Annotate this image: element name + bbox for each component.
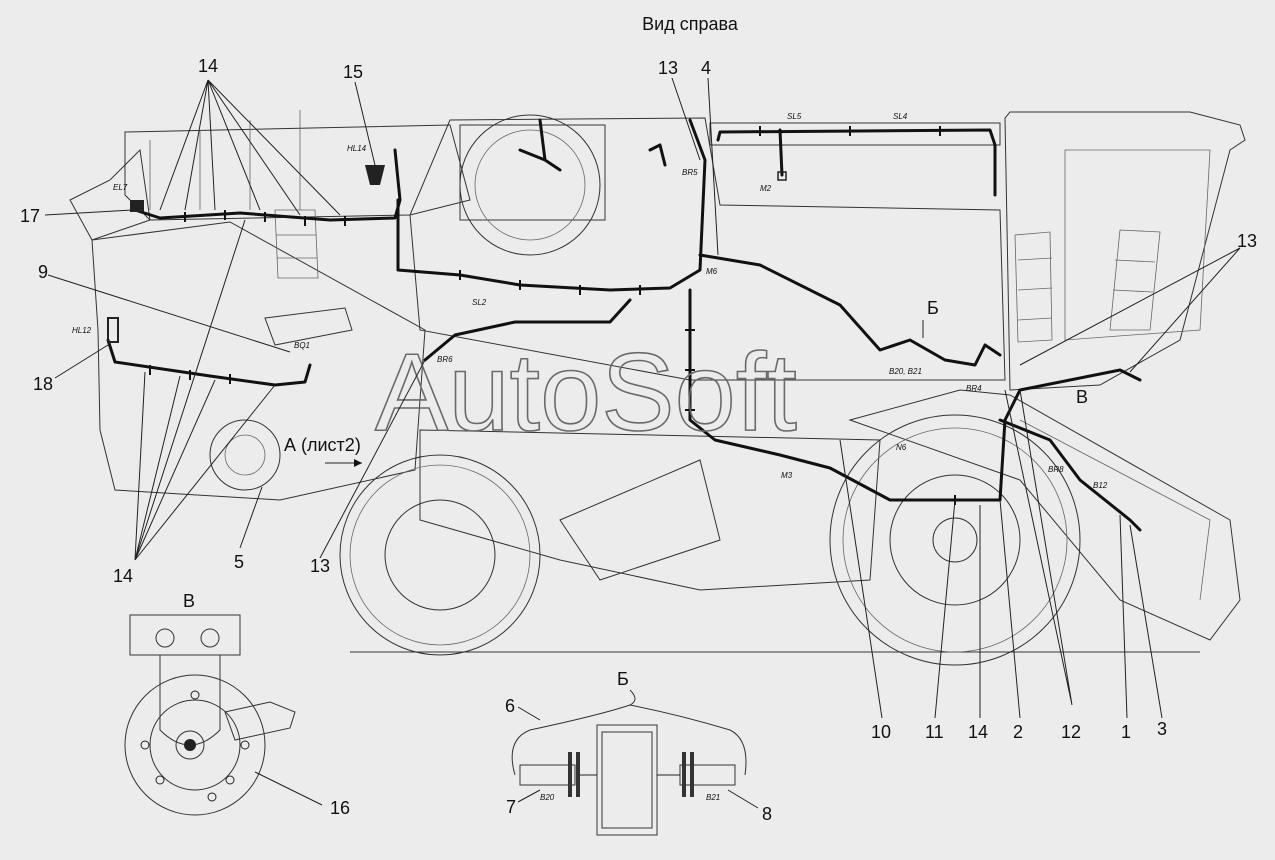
component-glyphs: [107, 165, 787, 343]
tag-m3: M3: [781, 471, 793, 480]
section-a-label: А (лист2): [284, 435, 361, 455]
tag-br6: BR6: [437, 355, 453, 364]
detail-v-title: В: [183, 591, 195, 611]
tag-b20-detail: B20: [540, 793, 555, 802]
tag-sl4: SL4: [893, 112, 908, 121]
leader-lines: [44, 77, 1241, 719]
tag-hl12: HL12: [72, 326, 92, 335]
tag-m6: M6: [706, 267, 718, 276]
detail-b-title: Б: [617, 669, 629, 689]
callout-13-top: 13: [658, 58, 678, 78]
tag-el7: EL7: [113, 183, 128, 192]
detail-view-b: Б B20 B21: [511, 669, 759, 836]
tag-b21-detail: B21: [706, 793, 720, 802]
tag-b12: B12: [1093, 481, 1108, 490]
combine-outline: [69, 110, 1246, 666]
callout-12: 12: [1061, 722, 1081, 742]
callout-18: 18: [33, 374, 53, 394]
tag-br5: BR5: [682, 168, 698, 177]
wire-harnesses: [106, 118, 1142, 532]
section-v-marker: В: [1076, 387, 1088, 407]
tag-br4: BR4: [966, 384, 982, 393]
callout-5: 5: [234, 552, 244, 572]
callout-14-top: 14: [198, 56, 218, 76]
callout-10: 10: [871, 722, 891, 742]
callout-15: 15: [343, 62, 363, 82]
callout-14-bottom: 14: [113, 566, 133, 586]
callout-11: 11: [925, 722, 944, 742]
callout-4: 4: [701, 58, 711, 78]
callout-numbers: 14 15 13 4 17 9 18 13 5 14 13 10 11 14 2…: [20, 56, 1257, 824]
tag-b20-b21: B20, B21: [889, 367, 922, 376]
callout-14-mid: 14: [968, 722, 988, 742]
view-title: Вид справа: [642, 14, 739, 34]
callout-7: 7: [506, 797, 516, 817]
callout-13-right: 13: [1237, 231, 1257, 251]
harness-clips: [149, 126, 956, 505]
tag-sl5: SL5: [787, 112, 802, 121]
tag-br8: BR8: [1048, 465, 1064, 474]
callout-2: 2: [1013, 722, 1023, 742]
tag-n6: N6: [896, 443, 907, 452]
section-b-marker: Б: [927, 298, 939, 318]
tag-sl2: SL2: [472, 298, 487, 307]
callout-9: 9: [38, 262, 48, 282]
front-left-wheel: [339, 454, 541, 656]
watermark: AutoSoft: [375, 331, 797, 454]
callout-1: 1: [1121, 722, 1131, 742]
callout-13-bottom: 13: [310, 556, 330, 576]
callout-8: 8: [762, 804, 772, 824]
callout-3: 3: [1157, 719, 1167, 739]
tag-bq1: BQ1: [294, 341, 310, 350]
drive-wheel: [829, 414, 1081, 666]
callout-16: 16: [330, 798, 350, 818]
tag-m2: M2: [760, 184, 772, 193]
component-tags: EL7 HL14 HL12 BQ1 SL2 BR6 BR5 M2 SL5 SL4…: [72, 112, 1108, 490]
tag-hl14: HL14: [347, 144, 367, 153]
callout-6: 6: [505, 696, 515, 716]
detail-view-v: В: [124, 591, 323, 816]
callout-17: 17: [20, 206, 40, 226]
